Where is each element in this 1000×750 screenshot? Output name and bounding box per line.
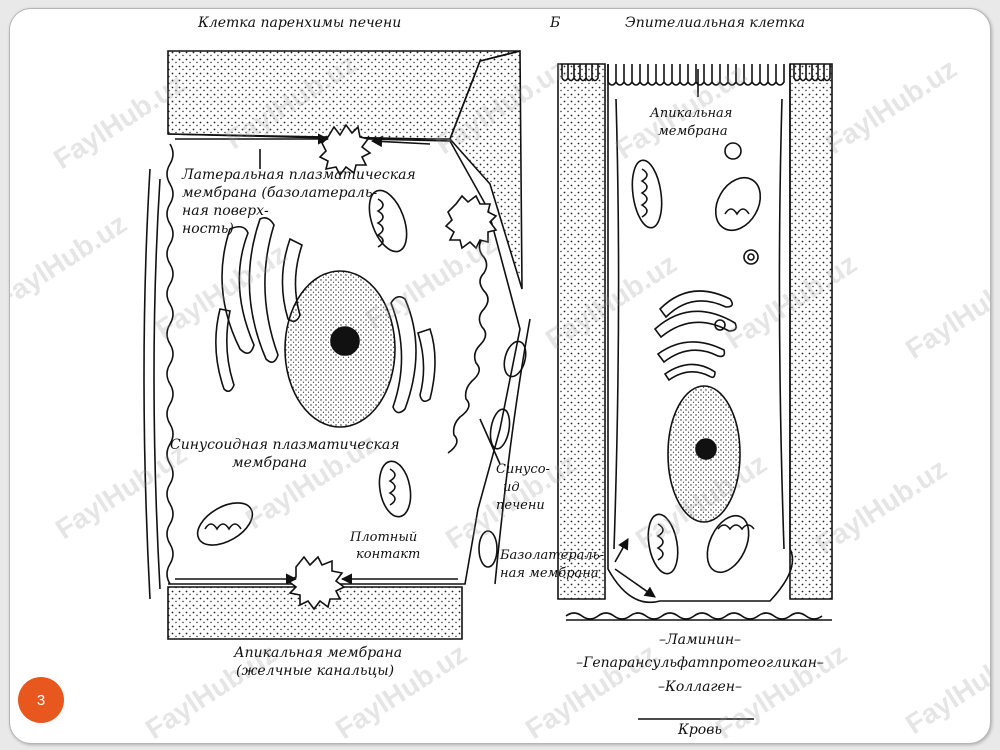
page-number-badge: 3: [18, 677, 64, 723]
apical-membrane-right-label-2: мембрана: [658, 124, 728, 139]
neighbor-cell-top-right: [449, 49, 523, 290]
right-panel-title: Эпителиальная клетка: [625, 15, 805, 31]
apical-membrane-label-2: (желчные канальцы): [236, 663, 395, 679]
apical-membrane-label-1: Апикальная мембрана: [234, 645, 403, 661]
lateral-membrane-label-1: Латеральная плазматическая: [182, 167, 416, 183]
tight-junction-label-1: Плотный: [350, 530, 418, 545]
basolateral-membrane-label-2: ная мембрана: [500, 566, 599, 581]
bile-canaliculus-right: [444, 194, 498, 250]
right-microvilli: [447, 218, 489, 454]
sinusoidal-membrane-label-1: Синусоидная плазматическая: [170, 437, 400, 453]
lateral-membrane-label-2: мембрана (базолатераль-: [182, 185, 378, 201]
er-cisterna: [221, 225, 255, 354]
lateral-membrane-label-3: ная поверх-: [182, 203, 269, 219]
cell-diagram: [143, 49, 833, 720]
sinusoid-label-2: ид: [503, 480, 520, 495]
heparan-label: –Гепарансульфатпротеогликан–: [576, 655, 824, 671]
sinusoid-label-1: Синусо-: [496, 462, 550, 477]
bile-canaliculus-bottom: [286, 555, 346, 611]
epithelial-nucleolus: [695, 438, 717, 460]
right-panel-letter: Б: [550, 15, 561, 31]
blood-label: Кровь: [678, 722, 722, 738]
lateral-membrane-label-4: ность): [182, 221, 234, 237]
nucleolus: [330, 326, 360, 356]
apical-microvilli: [607, 64, 785, 86]
slide: FaylHub.uz FaylHub.uz FaylHub.uz FaylHub…: [9, 8, 991, 744]
sinusoidal-membrane-label-2: мембрана: [232, 455, 307, 471]
bile-canaliculus-top: [318, 123, 372, 177]
apical-membrane-right-label-1: Апикальная: [650, 106, 733, 121]
laminin-label: –Ламинин–: [658, 632, 742, 648]
left-panel-title: Клетка паренхимы печени: [198, 15, 402, 31]
collagen-label: –Коллаген–: [657, 679, 743, 695]
sinusoidal-microvilli: [166, 143, 174, 585]
neighbor-cell-bottom: [167, 586, 463, 640]
hepatocyte-outline: [167, 133, 521, 585]
sinusoid-endothelium-left: [143, 168, 151, 600]
tight-junction-label-2: контакт: [356, 547, 421, 562]
sinusoid-label-3: печени: [496, 498, 545, 513]
mitochondrion: [368, 189, 408, 253]
epithelial-cell-outline: [607, 64, 794, 603]
basolateral-membrane-label-1: Базолатераль-: [500, 548, 605, 563]
neighbor-cell-left: [557, 63, 606, 600]
basement-membrane: [565, 612, 823, 620]
